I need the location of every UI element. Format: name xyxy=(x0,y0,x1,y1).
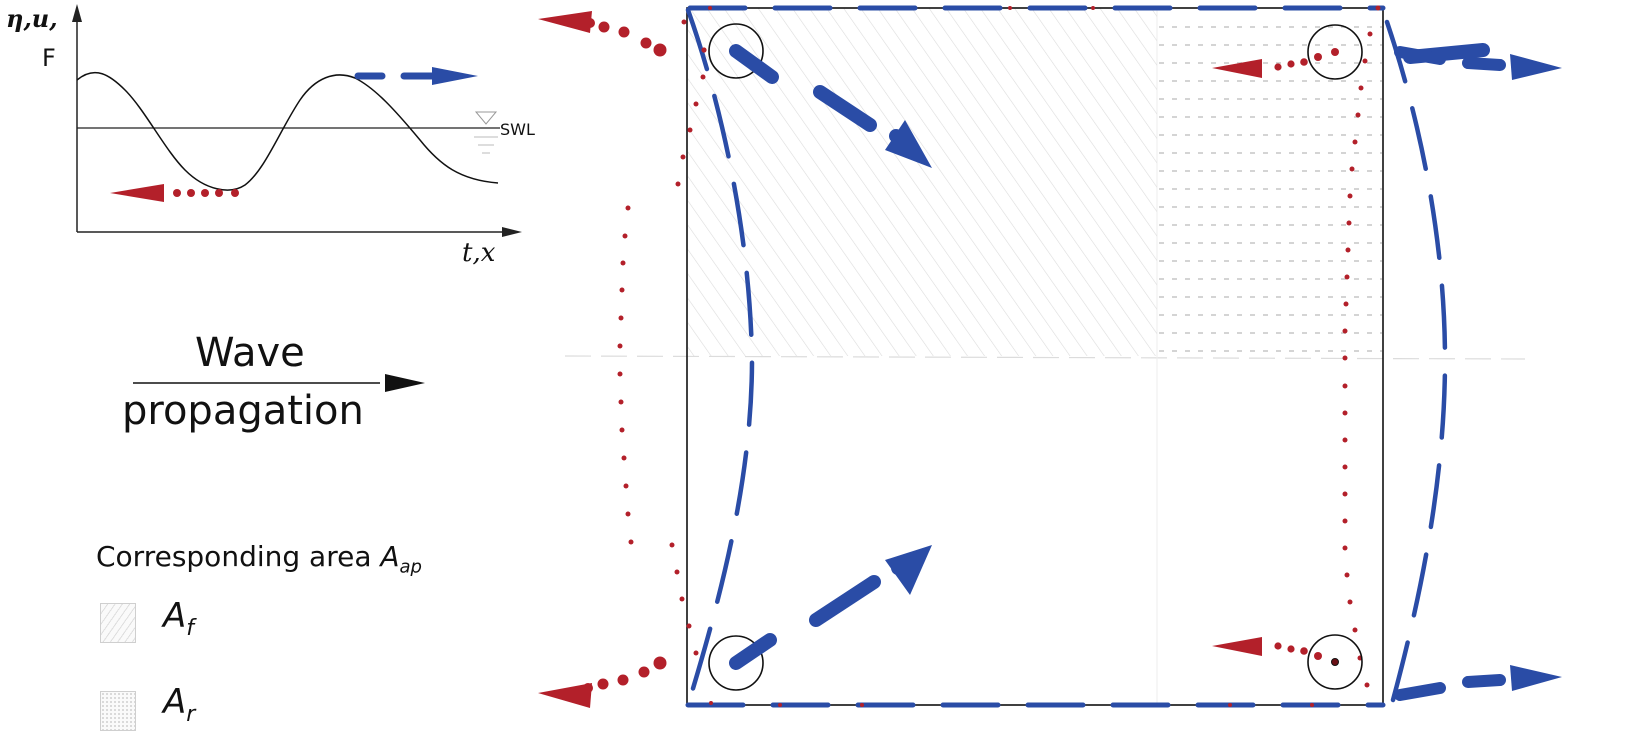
legend-title: Corresponding area Aap xyxy=(96,540,422,578)
y-axis-label: η,u, xyxy=(6,4,58,33)
swl-triangle-icon xyxy=(474,111,498,125)
legend-af-subscript: f xyxy=(186,615,195,641)
blue-arrow-bottom-right-icon xyxy=(1394,665,1562,701)
blue-arrow-bottom-left-icon xyxy=(729,545,932,670)
legend-label-af: Af xyxy=(163,596,194,641)
legend-label-ar: Ar xyxy=(163,682,195,727)
wave-propagation-arrow-icon xyxy=(133,374,425,392)
legend-ar-symbol: A xyxy=(163,682,187,722)
x-axis-label: t,x xyxy=(462,238,496,268)
red-arrow-bottom-right-icon xyxy=(1212,637,1322,660)
midline xyxy=(564,355,1526,360)
blue-deformed-outline xyxy=(685,5,1448,708)
legend-title-symbol: A xyxy=(380,540,400,573)
x-axis-arrowhead-icon xyxy=(502,227,522,237)
corner-circle-top-right xyxy=(1307,24,1363,80)
propagation-label: propagation xyxy=(122,388,364,434)
swl-label: SWL xyxy=(500,120,535,139)
corner-circle-top-left xyxy=(708,23,764,79)
legend-swatch-af xyxy=(100,603,136,643)
red-arrow-top-left-icon xyxy=(538,11,667,57)
corner-circle-bottom-right xyxy=(1307,634,1363,690)
legend-ar-subscript: r xyxy=(186,701,196,727)
blue-arrow-top-right-icon xyxy=(1394,43,1562,80)
wave-curve xyxy=(76,71,499,191)
legend-af-symbol: A xyxy=(163,596,187,636)
legend-title-text: Corresponding area xyxy=(96,540,381,573)
y-axis-label-line2: F xyxy=(42,44,56,72)
red-deformed-outline xyxy=(617,5,1381,707)
y-axis-label-f: F xyxy=(42,44,56,72)
red-arrow-bottom-left-icon xyxy=(538,656,667,708)
legend-swatch-ar xyxy=(100,691,136,731)
corner-circle-bottom-left xyxy=(708,635,764,691)
inset-wave-plot xyxy=(72,4,522,237)
blue-arrow-top-left-icon xyxy=(729,44,932,168)
corner-markers xyxy=(708,23,1363,691)
wave-label: Wave xyxy=(195,330,305,376)
red-arrow-top-right-icon xyxy=(1212,48,1339,78)
crest-forward-arrow-icon xyxy=(354,67,478,85)
area-ar-dotted xyxy=(1158,12,1382,356)
y-axis-arrowhead-icon xyxy=(72,4,82,22)
legend-title-subscript: ap xyxy=(399,556,422,578)
y-axis-label-line1: η,u, xyxy=(6,4,58,33)
structure-square xyxy=(564,7,1526,706)
trough-backward-arrow-icon xyxy=(110,184,239,202)
